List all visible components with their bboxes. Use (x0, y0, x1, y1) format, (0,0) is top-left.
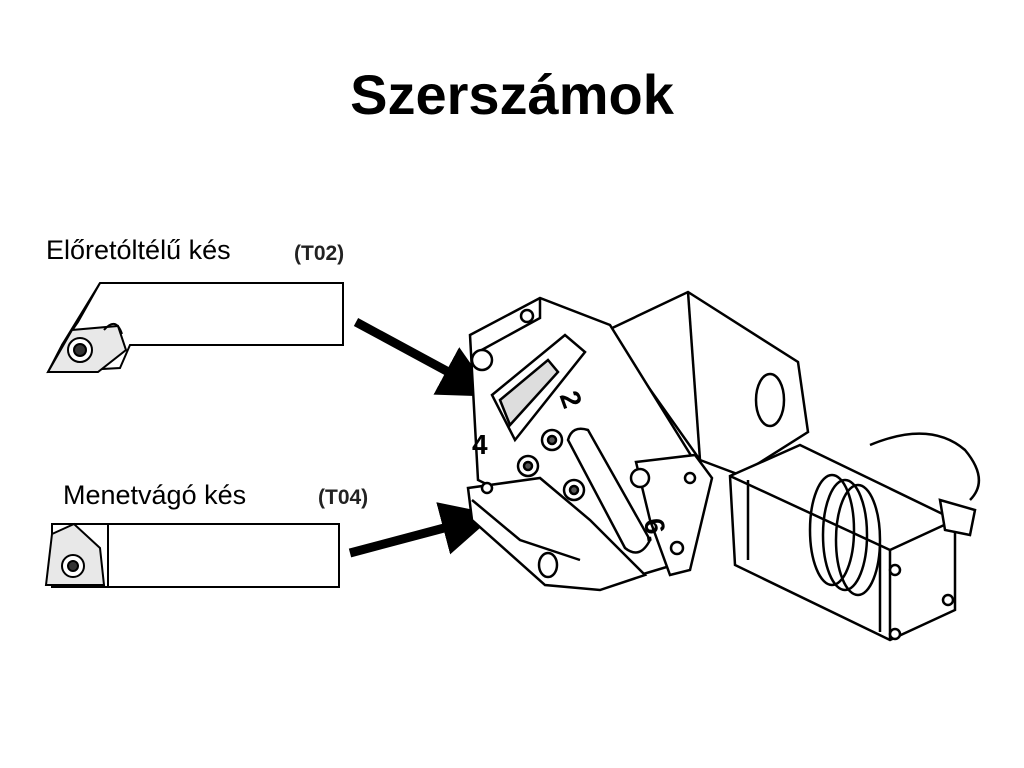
tool-label-threading: Menetvágó kés (63, 480, 247, 510)
page-title: Szerszámok (350, 63, 674, 126)
threading-tool-icon (44, 522, 340, 588)
turret-number-4: 4 (472, 429, 488, 460)
tool-label-turning: Előretóltélű kés (46, 235, 231, 265)
tool-turret-icon (466, 290, 980, 642)
tool-code-t02: (T02) (294, 242, 345, 265)
arrow-icon-t04 (348, 502, 496, 558)
arrow-icon-t02 (353, 318, 494, 397)
tool-code-t04: (T04) (318, 486, 369, 509)
turret-number-6: 6. (638, 516, 673, 544)
turning-tool-icon (46, 282, 344, 374)
